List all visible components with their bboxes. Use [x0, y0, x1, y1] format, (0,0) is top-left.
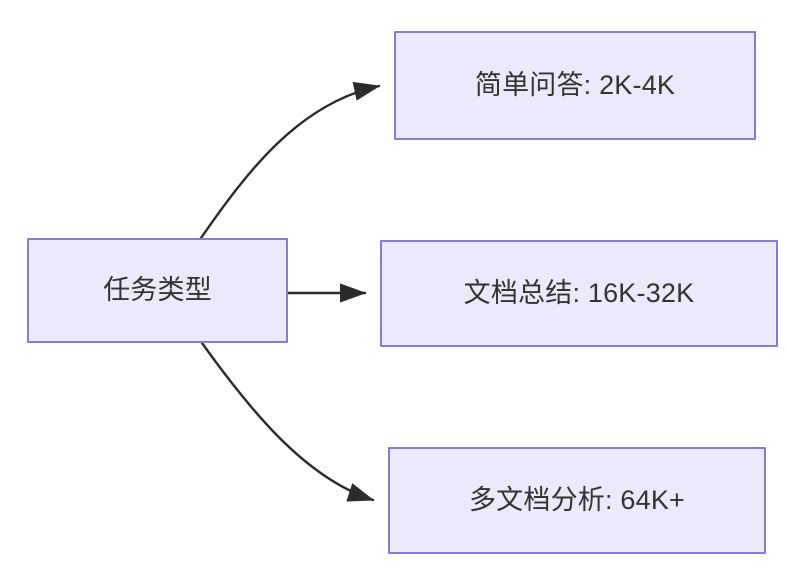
node-simple-qa[interactable]: 简单问答: 2K-4K [394, 31, 756, 140]
node-multi-document-analysis[interactable]: 多文档分析: 64K+ [388, 447, 766, 554]
node-document-summary[interactable]: 文档总结: 16K-32K [380, 240, 778, 347]
node-label: 任务类型 [103, 275, 212, 306]
node-label: 多文档分析: 64K+ [468, 485, 685, 516]
node-label: 文档总结: 16K-32K [463, 278, 695, 309]
node-task-type[interactable]: 任务类型 [27, 238, 288, 343]
node-label: 简单问答: 2K-4K [474, 70, 676, 101]
edge-to-target-2 [200, 341, 375, 502]
edge-to-target-0 [199, 81, 381, 240]
